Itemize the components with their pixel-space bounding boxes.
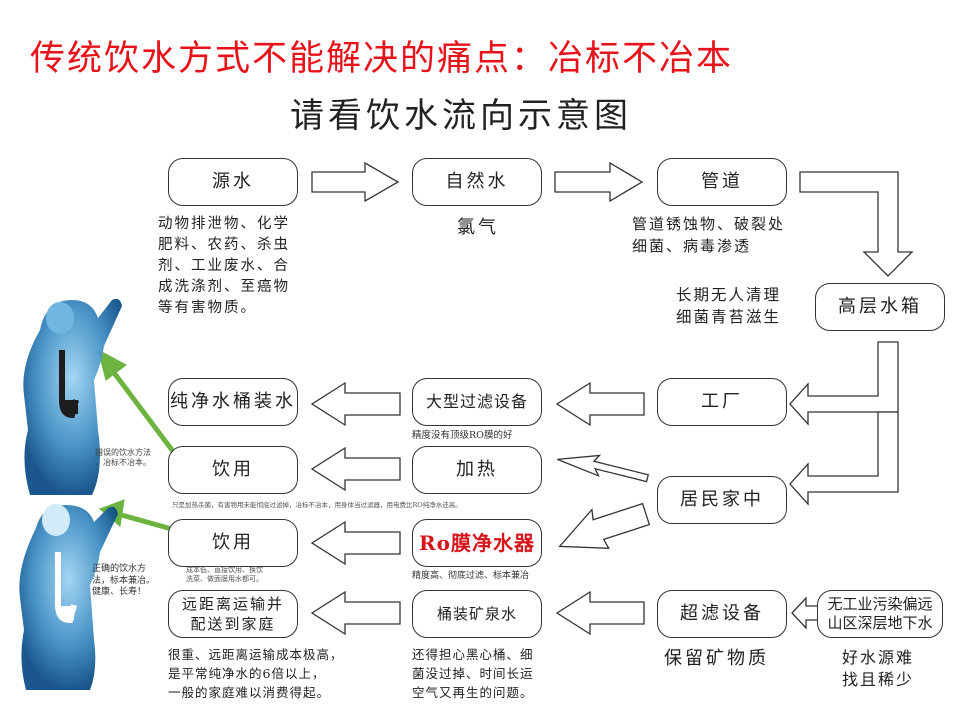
node-heating: 加热 (412, 446, 542, 494)
node-ultrafilter: 超滤设备 (657, 590, 787, 638)
arrow-heat-to-drink (310, 446, 401, 492)
caption-filter-precision: 精度没有顶级RO膜的好 (412, 430, 513, 441)
page-title: 传统饮水方式不能解决的痛点：冶标不冶本 (30, 39, 734, 79)
arrow-filter-to-bucket (310, 381, 401, 427)
caption-wrong-way: 错误的饮水方法 ，冶标不冶本。 (95, 448, 151, 468)
node-high-water-tank: 高层水箱 (815, 283, 945, 331)
caption-bucket-concern: 还得担心黑心桶、细 菌没过掉、时间长运 空气又再生的问题。 (412, 647, 534, 700)
arrow-household-to-heat (557, 454, 650, 483)
arrow-natural-to-pipe (554, 161, 644, 203)
caption-tank-problems: 长期无人清理 细菌青苔滋生 (676, 286, 782, 327)
node-drink-2: 饮用 (168, 519, 298, 567)
page-subtitle: 请看饮水流向示意图 (290, 96, 632, 136)
caption-drink2-note: 成本低、直接饮用、换饮 洗菜、做面膜用水都可。 (186, 566, 263, 584)
green-arrow-wrong (109, 367, 175, 453)
caption-keep-minerals: 保留矿物质 (664, 648, 769, 669)
arrow-ultra-to-mineral (555, 590, 645, 636)
node-drink-1: 饮用 (168, 446, 298, 494)
arrow-source-to-natural (311, 161, 400, 203)
node-ro-purifier: Ro膜净水器 (412, 519, 542, 567)
arrow-tank-to-factory (789, 341, 899, 426)
human-figure-wrong (23, 298, 122, 495)
human-figure-right (19, 504, 118, 690)
node-bucket-mineral: 桶装矿泉水 (412, 590, 542, 638)
node-large-filter: 大型过滤设备 (412, 378, 542, 426)
caption-ro-note: 精度高、彻底过滤、标本兼冶 (412, 571, 530, 581)
arrow-factory-to-filter (555, 381, 645, 427)
caption-good-source-rare: 好水源难 找且稀少 (842, 648, 915, 690)
node-household: 居民家中 (657, 476, 787, 524)
arrow-tank-to-household (789, 411, 899, 506)
node-source-water: 源水 (168, 158, 298, 206)
node-long-distance-transport: 远距离运输并配送到家庭 (168, 590, 298, 638)
arrow-source-to-ultra (791, 596, 819, 630)
arrow-pipe-to-tank (799, 171, 914, 277)
arrow-ro-to-drink (310, 520, 401, 566)
arrow-mineral-to-transport (310, 590, 401, 636)
caption-chlorine: 氯气 (457, 217, 499, 238)
caption-right-way: 正确的饮水方 法，标本兼冶。 健康、长寿！ (92, 564, 156, 598)
arrow-household-to-ro (558, 502, 651, 550)
caption-transport-cost: 很重、远距离运输成本极高， 是平常纯净水的6倍以上， 一般的家庭难以消费得起。 (168, 647, 344, 700)
caption-heating-note: 只是加热杀菌，有害物用未能彻底过滤掉，冶标不冶本，用身体当过滤器，用电费比RO纯… (172, 501, 462, 509)
node-purified-bucket: 纯净水桶装水 (168, 378, 298, 426)
node-factory: 工厂 (657, 378, 787, 426)
caption-pipe-problems: 管道锈蚀物、破裂处 细菌、病毒渗透 (632, 215, 786, 255)
green-arrow-right (115, 511, 171, 531)
caption-source-pollutants: 动物排泄物、化学 肥料、农药、杀虫 剂、工业废水、合 成洗涤剂、至癌物 等有害物… (158, 216, 290, 317)
node-unpolluted-source: 无工业污染偏远山区深层地下水 (817, 590, 943, 638)
node-pipeline: 管道 (657, 158, 787, 206)
node-natural-water: 自然水 (412, 158, 542, 206)
